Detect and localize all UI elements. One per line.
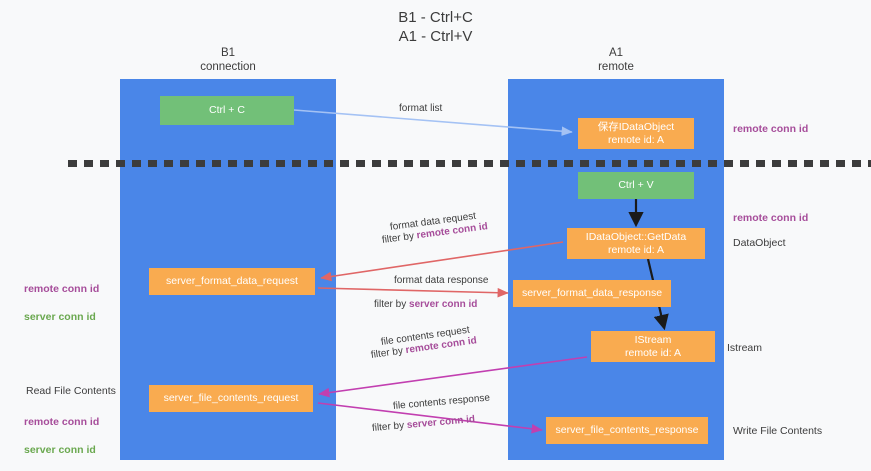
annotation-write-file-contents: Write File Contents <box>733 425 823 437</box>
annotation-remote-conn-id-mid: remote conn id <box>733 212 809 224</box>
node-server-format-data-request[interactable]: server_format_data_request <box>149 268 315 295</box>
node-server-format-data-request-label: server_format_data_request <box>166 275 298 287</box>
annotation-istream: Istream <box>727 342 763 354</box>
legend-remote-conn-id-middle: remote conn id <box>24 283 100 295</box>
legend-server-conn-id-middle: server conn id <box>24 311 96 323</box>
diagram-title: B1 - Ctrl+C A1 - Ctrl+V <box>398 9 473 45</box>
filter-prefix-3: filter by <box>370 345 407 361</box>
node-server-file-contents-request-label: server_file_contents_request <box>163 392 299 404</box>
edge-label-file-contents-response-filter: filter by server conn id <box>371 413 476 435</box>
column-header-b1: B1 connection <box>200 47 256 73</box>
node-idataobject-getdata[interactable]: IDataObject::GetData remote id: A <box>567 228 705 259</box>
filter-prefix-2: filter by <box>374 299 410 310</box>
node-ctrl-c[interactable]: Ctrl + C <box>160 96 294 125</box>
filter-key-server-conn-id-2: server conn id <box>406 414 476 431</box>
node-istream[interactable]: IStream remote id: A <box>591 331 715 362</box>
edge-label-format-data-response-filter: filter by server conn id <box>374 298 477 311</box>
node-istream-remote-id: remote id: A <box>624 346 682 359</box>
edge-format-data-response <box>317 287 509 298</box>
node-save-idataobject-label: 保存IDataObject <box>597 120 675 133</box>
node-server-format-data-response[interactable]: server_format_data_response <box>513 280 671 307</box>
node-istream-label: IStream <box>634 333 672 346</box>
node-idataobject-getdata-label: IDataObject::GetData <box>585 230 687 243</box>
node-ctrl-v[interactable]: Ctrl + V <box>578 172 694 199</box>
node-ctrl-c-label: Ctrl + C <box>209 104 245 116</box>
node-save-idataobject[interactable]: 保存IDataObject remote id: A <box>578 118 694 149</box>
node-server-file-contents-request[interactable]: server_file_contents_request <box>149 385 313 412</box>
node-ctrl-v-label: Ctrl + V <box>618 179 654 191</box>
phase-divider-dashed-line <box>68 160 871 167</box>
legend-server-conn-id-bottom: server conn id <box>24 444 96 456</box>
legend-conn-ids-middle: remote conn id server conn id <box>24 268 99 338</box>
edge-label-format-list: format list <box>399 103 443 114</box>
filter-prefix-4: filter by <box>371 419 408 434</box>
filter-key-server-conn-id-1: server conn id <box>409 299 478 310</box>
edge-label-file-contents-response: file contents response <box>392 392 491 412</box>
node-server-format-data-response-label: server_format_data_response <box>521 287 663 299</box>
annotation-dataobject: DataObject <box>733 237 786 249</box>
node-server-file-contents-response[interactable]: server_file_contents_response <box>546 417 708 444</box>
annotation-read-file-contents: Read File Contents <box>26 385 116 397</box>
legend-conn-ids-bottom: remote conn id server conn id <box>24 401 99 471</box>
legend-remote-conn-id-bottom: remote conn id <box>24 416 100 428</box>
filter-prefix-1: filter by <box>381 230 418 246</box>
node-idataobject-getdata-remote-id: remote id: A <box>607 243 665 256</box>
node-server-file-contents-response-label: server_file_contents_response <box>555 424 699 436</box>
annotation-remote-conn-id-top: remote conn id <box>733 123 809 135</box>
column-header-a1: A1 remote <box>598 47 634 73</box>
edge-label-format-data-response: format data response <box>394 275 489 286</box>
node-save-idataobject-remote-id: remote id: A <box>607 133 665 146</box>
